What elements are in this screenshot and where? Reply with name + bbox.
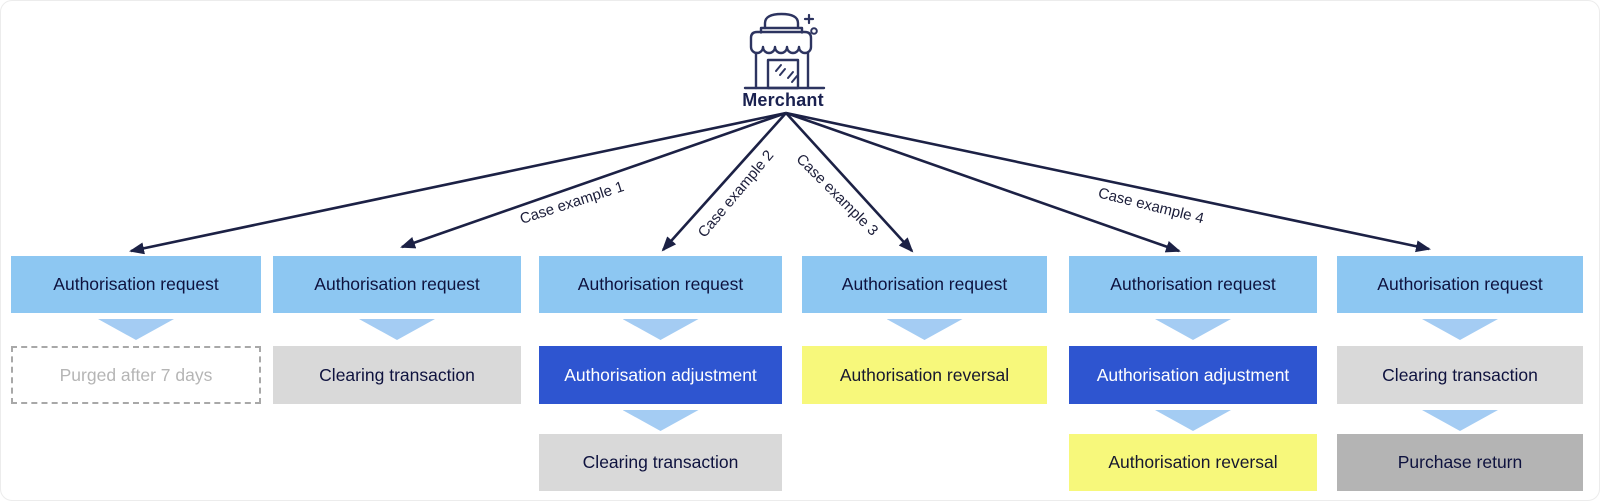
authorisation-adjustment-box: Authorisation adjustment: [1069, 346, 1317, 404]
arrow-to-flow-4: [785, 112, 914, 253]
clearing-transaction-box: Clearing transaction: [1337, 346, 1583, 404]
down-arrow-connector: [1422, 319, 1498, 340]
arrow-to-flow-3: [661, 112, 787, 252]
authorisation-adjustment-box: Authorisation adjustment: [539, 346, 782, 404]
down-arrow-connector: [1422, 410, 1498, 431]
arrow-to-flow-6: [785, 111, 1431, 253]
flow-column-1: Authorisation request Purged after 7 day…: [11, 1, 261, 500]
flow-column-2: Authorisation request Clearing transacti…: [273, 1, 521, 500]
down-arrow-connector: [1155, 319, 1231, 340]
authorisation-request-box: Authorisation request: [1069, 256, 1317, 313]
purged-after-7-days-box: Purged after 7 days: [11, 346, 261, 404]
flow-column-5: Authorisation request Authorisation adju…: [1069, 1, 1317, 500]
purchase-return-box: Purchase return: [1337, 434, 1583, 491]
flow-column-3: Authorisation request Authorisation adju…: [539, 1, 782, 500]
authorisation-request-box: Authorisation request: [802, 256, 1047, 313]
merchant-storefront-icon: [743, 12, 826, 90]
down-arrow-connector: [98, 319, 174, 340]
authorisation-request-box: Authorisation request: [11, 256, 261, 313]
arrow-to-flow-1: [129, 111, 787, 255]
authorisation-request-box: Authorisation request: [539, 256, 782, 313]
authorisation-request-box: Authorisation request: [273, 256, 521, 313]
clearing-transaction-box: Clearing transaction: [273, 346, 521, 404]
authorisation-reversal-box: Authorisation reversal: [1069, 434, 1317, 491]
down-arrow-connector: [622, 319, 699, 340]
clearing-transaction-box: Clearing transaction: [539, 434, 782, 491]
arrow-to-flow-5: [785, 111, 1181, 253]
down-arrow-connector: [1155, 410, 1231, 431]
authorisation-reversal-box: Authorisation reversal: [802, 346, 1047, 404]
merchant-label: Merchant: [742, 90, 824, 110]
down-arrow-connector: [359, 319, 435, 340]
arrow-to-flow-2: [400, 111, 787, 249]
authorisation-request-box: Authorisation request: [1337, 256, 1583, 313]
down-arrow-connector: [622, 410, 699, 431]
down-arrow-connector: [886, 319, 963, 340]
flow-column-4: Authorisation request Authorisation reve…: [802, 1, 1047, 500]
flow-column-6: Authorisation request Clearing transacti…: [1337, 1, 1583, 500]
